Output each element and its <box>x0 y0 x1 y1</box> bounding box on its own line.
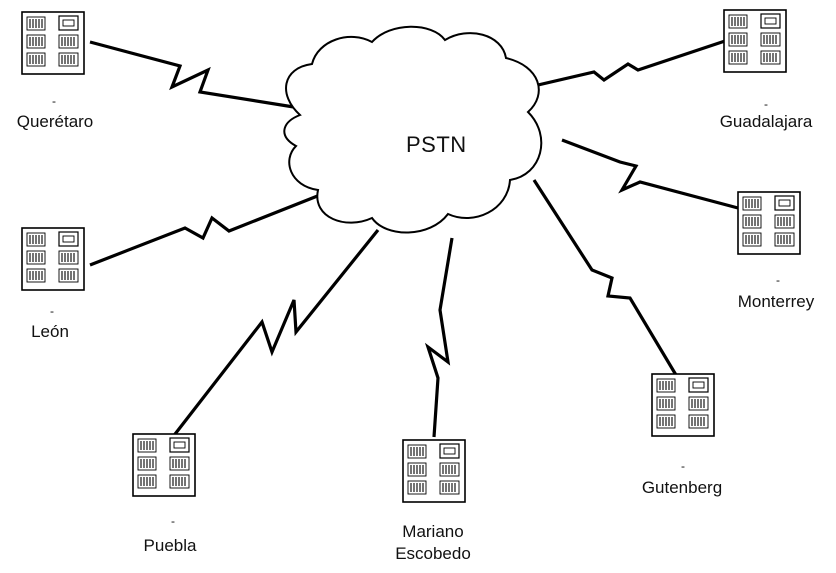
router-monterrey-icon <box>737 191 801 255</box>
site-dash-monterrey: - <box>776 273 780 287</box>
site-label-guadalajara: Guadalajara <box>719 112 813 131</box>
pstn-cloud <box>283 25 543 234</box>
site-label-mariano: Mariano <box>402 522 464 541</box>
router-mariano-icon <box>402 439 466 503</box>
site-dash-queretaro: - <box>52 94 56 108</box>
site-label-gutenberg: Gutenberg <box>641 478 723 497</box>
link-puebla <box>170 228 380 439</box>
site-dash-puebla: - <box>171 514 175 528</box>
link-monterrey <box>561 138 739 210</box>
site-dash-gutenberg: - <box>681 459 685 473</box>
link-leon <box>89 193 321 267</box>
router-puebla-icon <box>132 433 196 497</box>
site-dash-leon: - <box>50 304 54 318</box>
link-gutenberg <box>532 179 678 376</box>
site-label-escobedo: Escobedo <box>395 544 471 563</box>
router-queretaro-icon <box>21 11 85 75</box>
site-label-monterrey: Monterrey <box>737 292 815 311</box>
site-label-leon: León <box>31 322 69 341</box>
router-guadalajara-icon <box>723 9 787 73</box>
site-label-queretaro: Querétaro <box>16 112 94 131</box>
link-mariano <box>424 237 454 438</box>
site-label-puebla: Puebla <box>143 536 197 555</box>
link-guadalajara <box>507 38 729 94</box>
cloud-label: PSTN <box>406 132 467 157</box>
router-gutenberg-icon <box>651 373 715 437</box>
link-queretaro <box>89 40 301 110</box>
router-leon-icon <box>21 227 85 291</box>
site-dash-guadalajara: - <box>764 97 768 111</box>
